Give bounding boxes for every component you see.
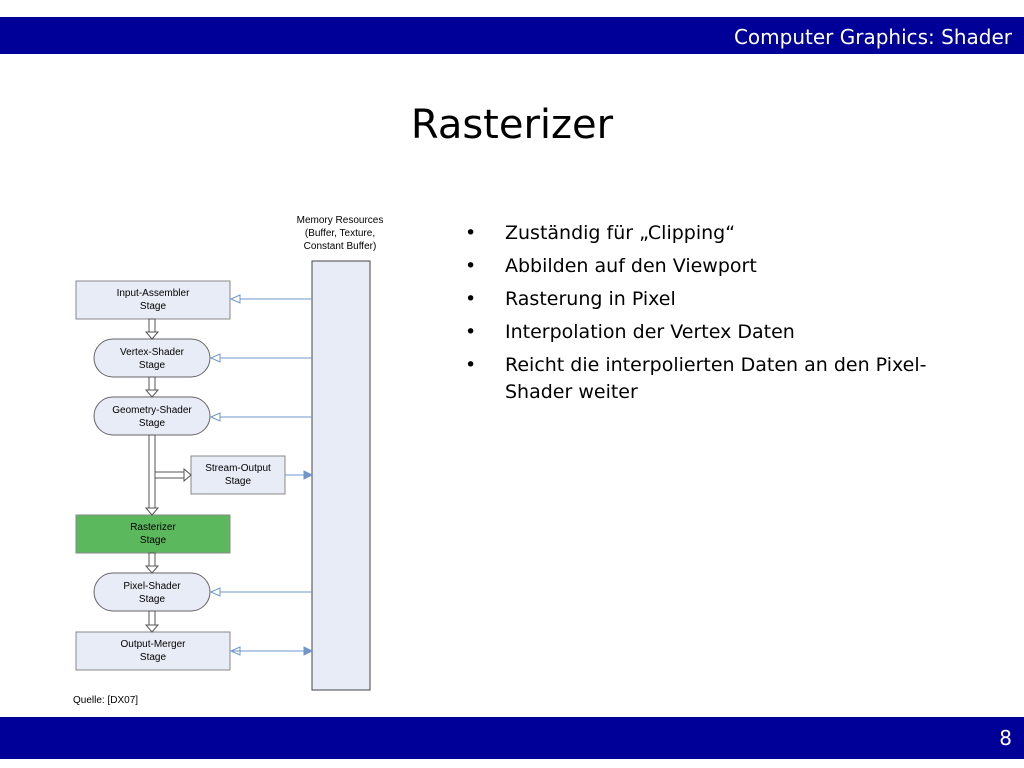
vertex-shader-stage (93, 338, 211, 378)
stream-output-label2: Stage (225, 476, 252, 487)
bullet-item: •Abbilden auf den Viewport (465, 255, 757, 277)
bullet-text: Abbilden auf den Viewport (505, 255, 757, 277)
bullet-text: Reicht die interpolierten Daten an den P… (505, 354, 927, 403)
memory-label-line2: (Buffer, Texture, (305, 228, 375, 239)
rasterizer-stage (75, 514, 231, 554)
pixel-shader-label2: Stage (139, 594, 166, 605)
rasterizer-label1: Rasterizer (130, 522, 176, 533)
geometry-shader-label1: Geometry-Shader (112, 405, 192, 416)
input-assembler-stage (75, 280, 231, 320)
flow-arrow-ps-om (144, 610, 160, 633)
output-merger-stage (75, 631, 231, 671)
input-assembler-label2: Stage (140, 301, 167, 312)
flow-arrow-gs-so (154, 467, 192, 483)
flow-arrow-vs-gs (144, 376, 160, 398)
slide-title: Rasterizer (410, 102, 614, 148)
stream-output-stage (190, 455, 286, 495)
bullet-text: Rasterung in Pixel (505, 288, 676, 310)
bullet-text: Interpolation der Vertex Daten (505, 321, 795, 343)
vertex-shader-label2: Stage (139, 360, 166, 371)
pixel-shader-label1: Pixel-Shader (123, 581, 181, 592)
footer-bar: 8 (0, 717, 1024, 759)
pixel-shader-stage (93, 572, 211, 612)
bullet-text: Zuständig für „Clipping“ (505, 222, 736, 244)
bullet-item: •Interpolation der Vertex Daten (465, 321, 795, 343)
bullet-item: •Zuständig für „Clipping“ (465, 222, 736, 244)
input-assembler-label1: Input-Assembler (117, 288, 190, 299)
header-bar: Computer Graphics: Shader (0, 17, 1024, 54)
geometry-shader-label2: Stage (139, 418, 166, 429)
course-title: Computer Graphics: Shader (733, 25, 1012, 49)
bullet-item: •Reicht die interpolierten Daten an den … (465, 354, 927, 403)
flow-arrow-ia-vs (144, 318, 160, 340)
geometry-shader-stage (93, 396, 211, 436)
rasterizer-label2: Stage (140, 535, 167, 546)
memory-label-line3: Constant Buffer) (304, 241, 377, 252)
memory-arrows (209, 294, 314, 656)
page-number: 8 (999, 726, 1012, 750)
memory-label-line1: Memory Resources (297, 215, 384, 226)
stream-output-label1: Stream-Output (205, 463, 271, 474)
bullet-list: •Zuständig für „Clipping“ •Abbilden auf … (465, 220, 935, 412)
flow-arrow-rs-ps (144, 552, 160, 574)
source-citation: Quelle: [DX07] (73, 695, 139, 706)
output-merger-label1: Output-Merger (120, 639, 186, 650)
memory-resources-block (311, 260, 371, 691)
output-merger-label2: Stage (140, 652, 167, 663)
vertex-shader-label1: Vertex-Shader (120, 347, 185, 358)
bullet-item: •Rasterung in Pixel (465, 288, 676, 310)
